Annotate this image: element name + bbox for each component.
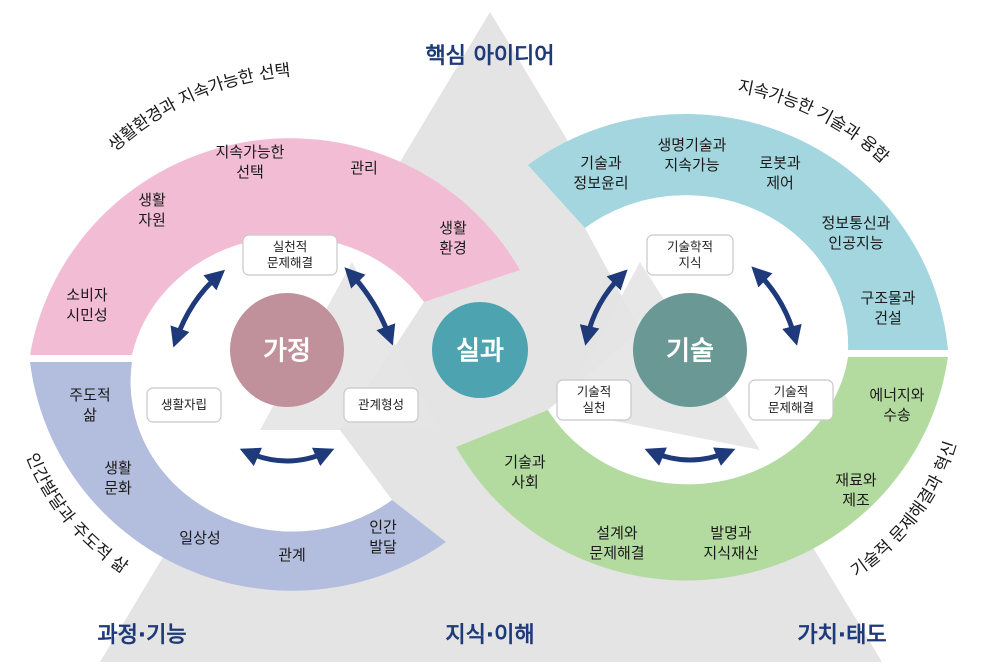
hub-practice-label: 실과 bbox=[456, 337, 504, 367]
box-tech-1-box bbox=[556, 379, 632, 421]
segment-lavender-2: 일상성 bbox=[179, 529, 220, 547]
arrow-home-left bbox=[170, 269, 226, 348]
cycle-arrows bbox=[170, 266, 802, 467]
box-home-0-box bbox=[242, 234, 338, 276]
box-tech-0-box bbox=[646, 234, 734, 276]
lavender-ring bbox=[30, 362, 446, 591]
box-home-1: 생활자립 bbox=[161, 397, 207, 412]
arrow-tech-right bbox=[751, 266, 802, 346]
label-values: 가치·태도 bbox=[797, 623, 886, 648]
cyan-ring bbox=[528, 113, 948, 350]
hub-tech-label: 기술 bbox=[666, 337, 714, 367]
segment-pink-3: 관리 bbox=[350, 159, 378, 177]
arrow-tech-left bbox=[579, 269, 628, 346]
arrow-home-right bbox=[344, 267, 396, 346]
arrow-home-bottom bbox=[239, 447, 335, 467]
pink-ring bbox=[30, 138, 520, 355]
segment-lavender-3: 관계 bbox=[278, 546, 306, 564]
hub-practice bbox=[432, 302, 528, 398]
box-home-1-box bbox=[146, 387, 222, 423]
core-idea-title: 핵심 아이디어 bbox=[425, 44, 554, 69]
box-home-2: 관계형성 bbox=[358, 397, 404, 412]
box-home-2-box bbox=[343, 387, 419, 423]
hub-home bbox=[230, 293, 344, 407]
hub-tech bbox=[633, 293, 747, 407]
box-tech-2-box bbox=[748, 379, 834, 421]
green-ring bbox=[456, 357, 948, 581]
arrow-tech-bottom bbox=[644, 447, 736, 466]
label-knowledge: 지식·이해 bbox=[445, 623, 534, 648]
hub-home-label: 가정 bbox=[263, 337, 311, 367]
label-process-skills: 과정·기능 bbox=[97, 623, 186, 648]
